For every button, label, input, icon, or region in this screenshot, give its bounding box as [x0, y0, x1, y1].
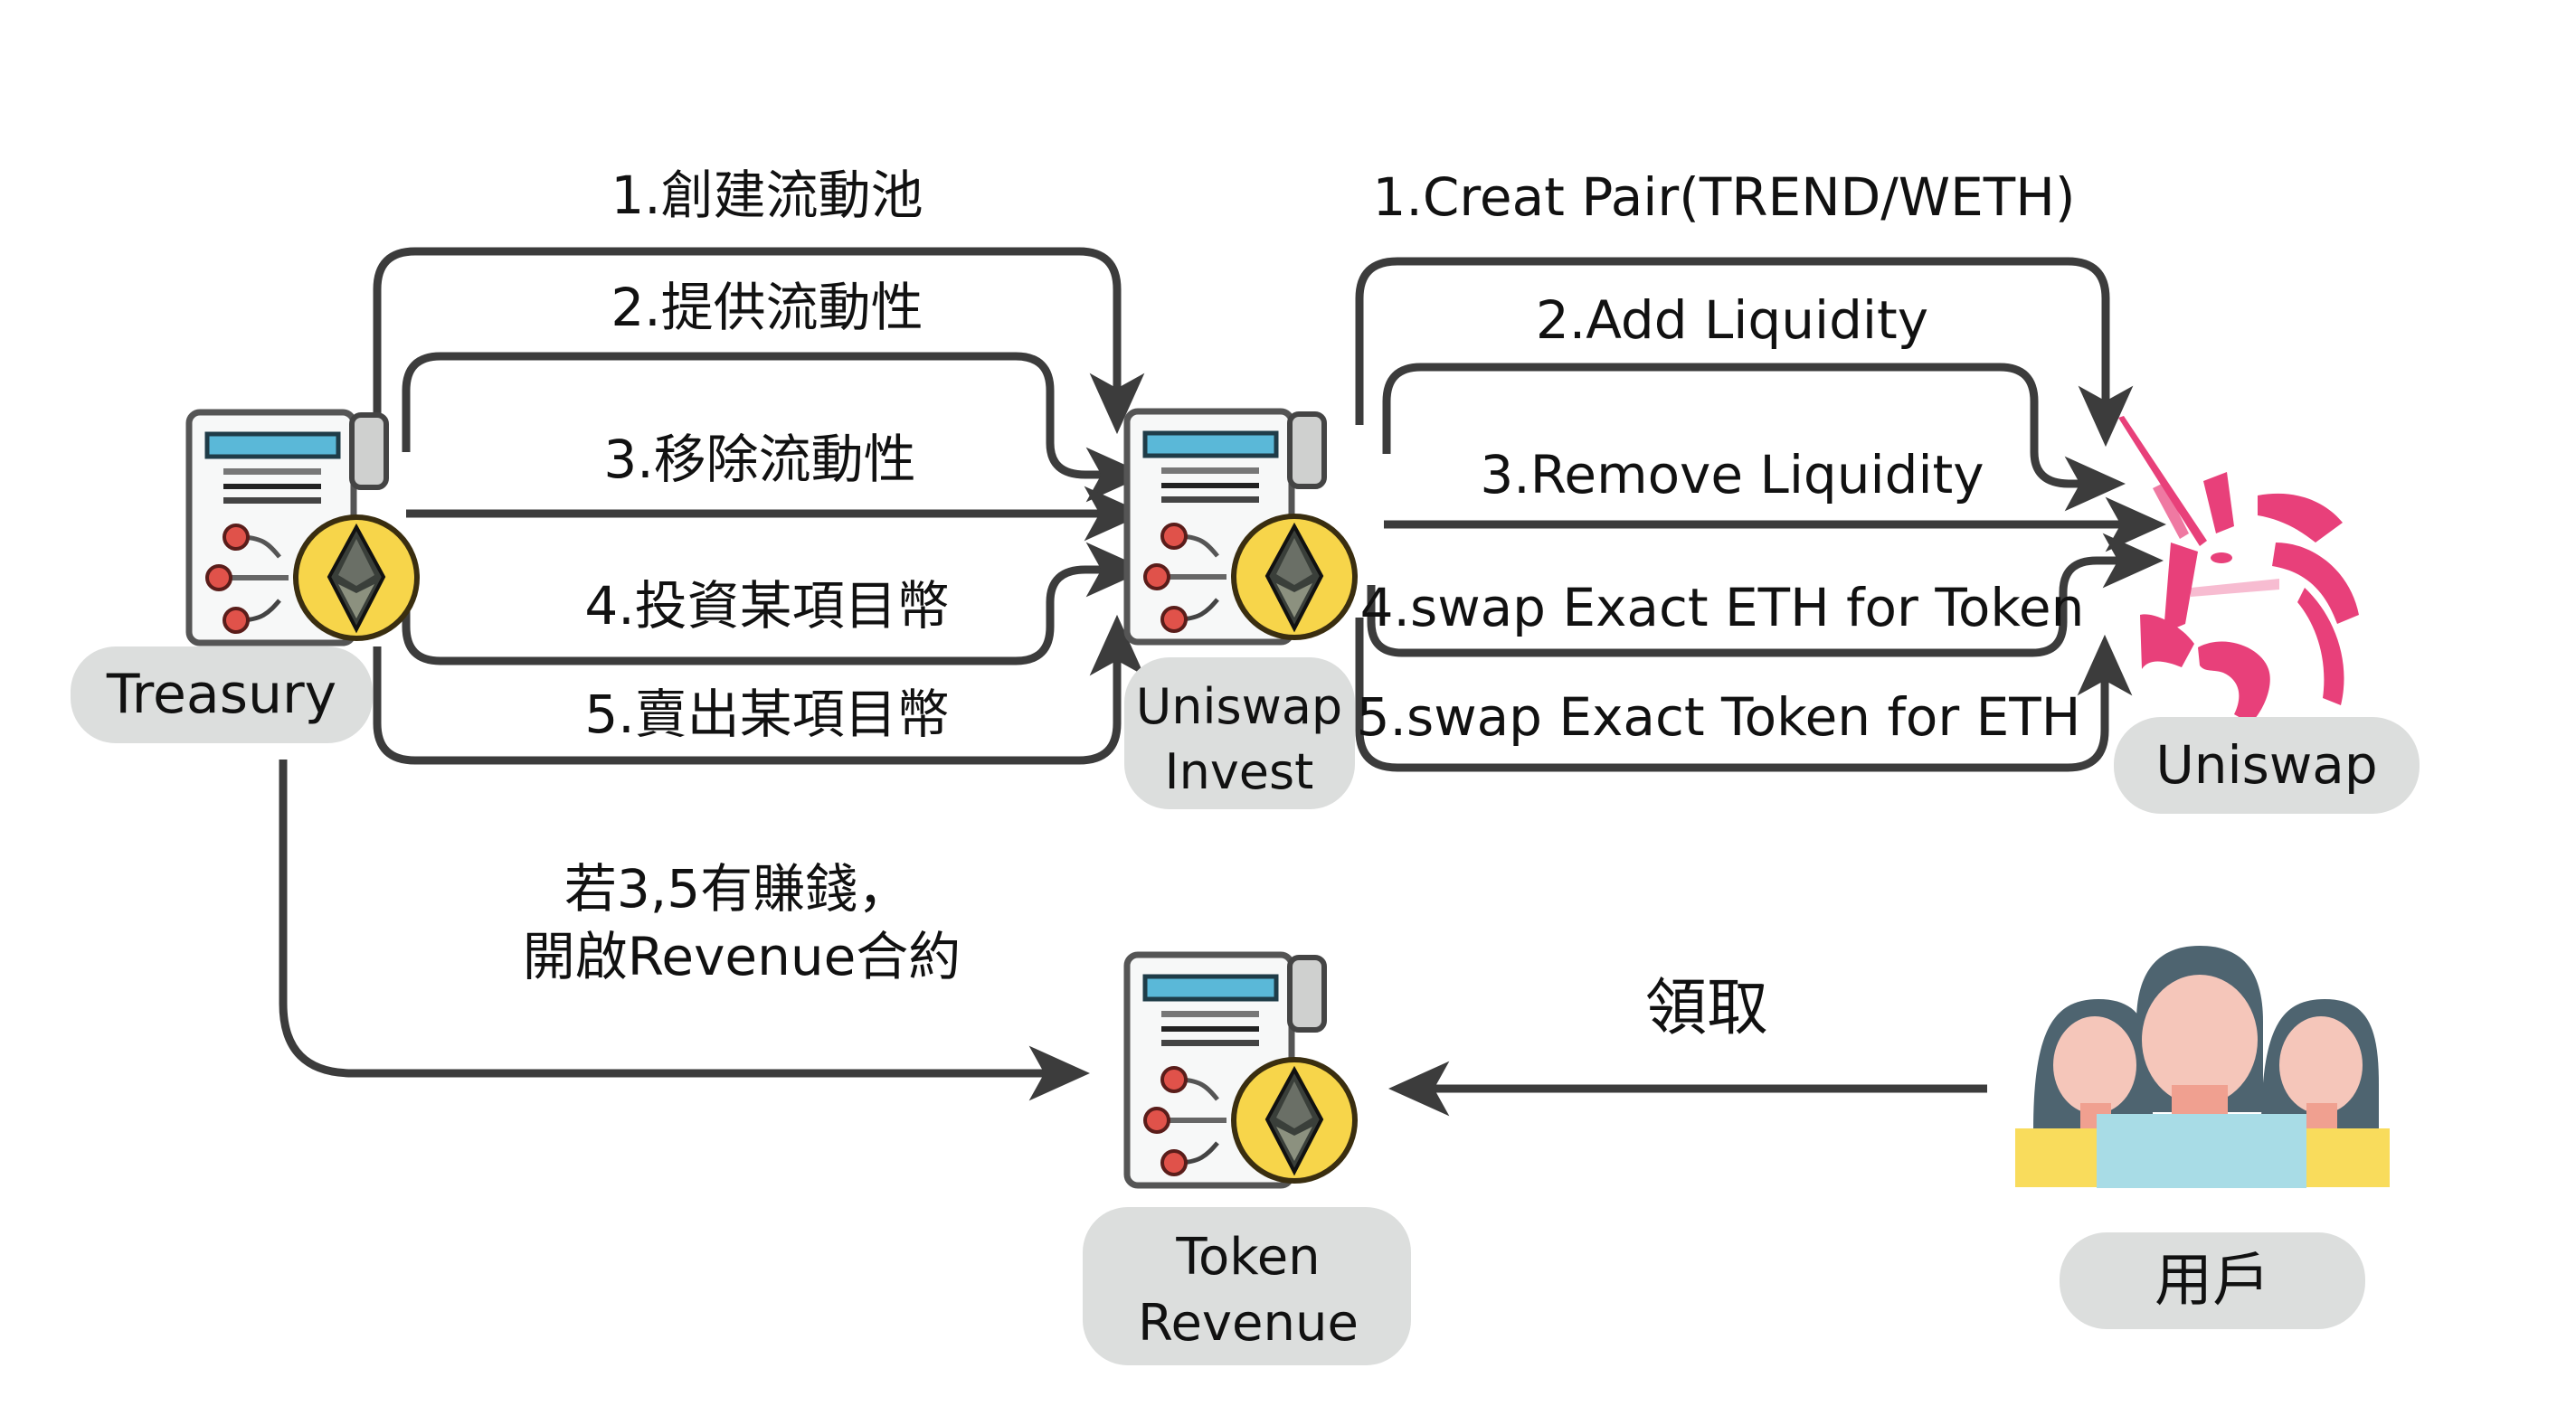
token-revenue-label-line-1: Token: [1175, 1228, 1320, 1287]
uniswap-label-pill: [2114, 717, 2420, 814]
uniswap-unicorn-icon: [2118, 416, 2359, 723]
node-uniswap[interactable]: Uniswap: [2114, 416, 2420, 814]
uniswap-flow-label-2: 2.Add Liquidity: [1536, 289, 1928, 351]
token-revenue-label-pill: [1083, 1207, 1411, 1365]
claim-label: 領取: [1645, 973, 1768, 1044]
revenue-condition-line-2: 開啟Revenue合約: [523, 926, 961, 987]
smart-contract-eth-icon: [189, 412, 417, 643]
node-users[interactable]: 用戶: [2015, 946, 2390, 1329]
flow-treasury-to-revenue: 若3,5有賺錢， 開啟Revenue合約: [279, 760, 1091, 1101]
uniswap-invest-label-pill: [1124, 657, 1355, 809]
uniswap-flow-label-1: 1.Creat Pair(TREND/WETH): [1373, 166, 2076, 228]
uniswap-invest-label-line-2: Invest: [1165, 743, 1314, 800]
flow-label-5: 5.賣出某項目幣: [584, 684, 949, 745]
users-label: 用戶: [2155, 1248, 2270, 1315]
flow-label-2: 2.提供流動性: [611, 277, 923, 338]
flows-invest-to-uniswap: 1.Creat Pair(TREND/WETH) 2.Add Liquidity…: [1355, 166, 2167, 772]
token-revenue-label-line-2: Revenue: [1138, 1294, 1359, 1353]
revenue-condition-line-1: 若3,5有賺錢，: [564, 858, 910, 920]
flows-treasury-to-invest: 1.創建流動池 2.提供流動性 3.移除流動性 4.投資某項目幣 5.賣出某項目…: [373, 165, 1148, 765]
uniswap-label: Uniswap: [2155, 734, 2377, 796]
flow-arrow-1: [373, 247, 1145, 435]
flow-label-3: 3.移除流動性: [603, 429, 915, 490]
node-token-revenue[interactable]: Token Revenue: [1083, 955, 1411, 1365]
uniswap-flow-arrow-2: [1382, 363, 2126, 512]
uniswap-flow-label-4: 4.swap Exact ETH for Token: [1360, 577, 2085, 638]
smart-contract-eth-icon: [1127, 411, 1355, 642]
treasury-label: Treasury: [106, 663, 336, 726]
treasury-label-pill: [71, 646, 373, 743]
flow-users-to-revenue: 領取: [1387, 973, 1987, 1117]
flow-arrow-2: [402, 352, 1148, 503]
users-label-pill: [2060, 1232, 2365, 1329]
flow-arrow-5: [373, 614, 1145, 765]
node-uniswap-invest[interactable]: Uniswap Invest: [1124, 411, 1355, 809]
smart-contract-eth-icon: [1127, 955, 1355, 1185]
users-group-icon: [2015, 946, 2390, 1188]
flow-label-4: 4.投資某項目幣: [584, 575, 949, 637]
node-treasury[interactable]: Treasury: [71, 412, 417, 743]
uniswap-flow-label-5: 5.swap Exact Token for ETH: [1357, 686, 2081, 748]
flow-arrow-4: [402, 542, 1148, 665]
revenue-flow-arrow: [279, 760, 1091, 1101]
uniswap-flow-label-3: 3.Remove Liquidity: [1480, 444, 1984, 505]
flow-label-1: 1.創建流動池: [611, 165, 923, 226]
uniswap-invest-label-line-1: Uniswap: [1136, 678, 1342, 735]
uniswap-flow-arrow-5: [1355, 618, 2133, 772]
uniswap-flow-arrow-4: [1367, 533, 2164, 657]
uniswap-flow-arrow-1: [1355, 257, 2134, 448]
